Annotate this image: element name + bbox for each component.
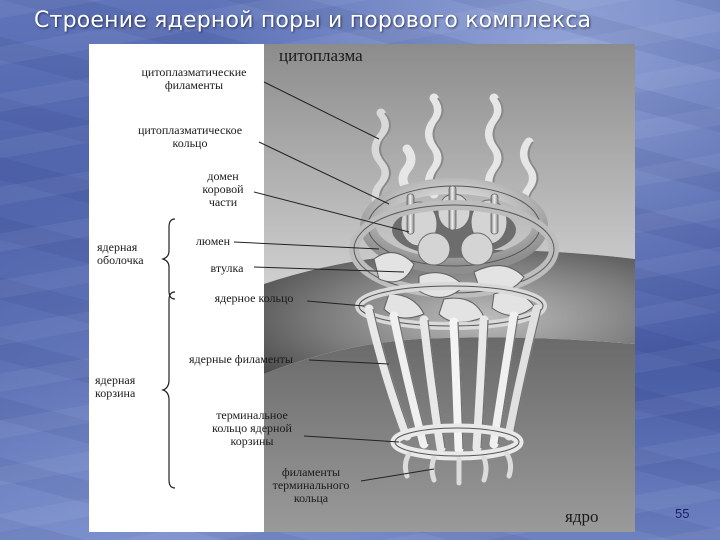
label-nuclear-basket: ядерная корзина xyxy=(95,373,136,400)
nucleoplasm-surface xyxy=(264,337,635,532)
region-top-label: цитоплазма xyxy=(279,46,363,65)
label-cytoplasmic-ring: цитоплазматическое кольцо xyxy=(137,123,243,150)
page-number: 55 xyxy=(675,506,690,521)
label-core-domain: домен коровой части xyxy=(202,169,244,209)
cytoplasmic-filaments xyxy=(371,93,538,219)
nuclear-pore-illustration xyxy=(161,44,635,532)
nuclear-basket-filaments xyxy=(364,304,542,454)
label-terminal-ring: терминальное кольцо ядерной корзины xyxy=(212,408,292,448)
slide-title: Строение ядерной поры и порового комплек… xyxy=(34,8,592,33)
leader-lines xyxy=(233,81,435,482)
cytoplasmic-filaments-shade xyxy=(379,97,539,215)
label-nuclear-ring: ядерное кольцо xyxy=(214,291,294,305)
label-lumen: люмен xyxy=(195,234,231,248)
label-cytoplasmic-filaments: цитоплазматические филаменты xyxy=(141,65,247,92)
braces xyxy=(161,218,176,489)
label-terminal-filaments: филаменты терминального кольца xyxy=(272,465,350,505)
label-plug: втулка xyxy=(210,261,244,275)
region-bottom-label: ядро xyxy=(565,507,599,526)
label-nuclear-filaments: ядерные филаменты xyxy=(189,352,293,366)
label-nuclear-envelope: ядерная оболочка xyxy=(97,240,144,267)
diagram-panel: цитоплазма ядро цитоплазматические филам… xyxy=(89,44,635,532)
